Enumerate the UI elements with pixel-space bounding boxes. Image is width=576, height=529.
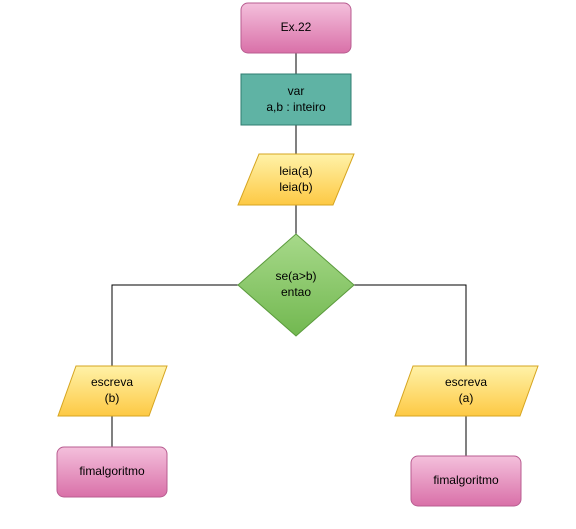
left-output-line-2: (b) [105,391,120,405]
right-end-terminal-shape [410,455,522,507]
right-output-line-2: (a) [459,391,474,405]
decision-line-2: entao [281,285,311,299]
right-output-line-1: escreva [445,375,487,389]
variable-declaration-shape [240,73,352,126]
variable-declaration-line-2: a,b : inteiro [266,100,326,114]
right-end-terminal-node[interactable]: fimalgoritmo [410,455,522,507]
decision-node[interactable]: se(a>b) entao [237,233,355,337]
left-output-node[interactable]: escreva (b) [57,365,168,417]
left-output-shape [57,365,168,417]
left-end-terminal-shape [56,446,168,498]
input-shape [237,153,355,206]
connector-decision-to-right [354,284,467,366]
connector-decision-to-left [111,284,238,366]
right-output-node[interactable]: escreva (a) [394,365,539,417]
input-line-1: leia(a) [279,164,312,178]
right-end-terminal-label: fimalgoritmo [433,473,499,487]
left-output-line-1: escreva [91,375,133,389]
input-line-2: leia(b) [279,180,312,194]
start-terminal-shape [240,2,352,54]
connectors [111,53,467,456]
left-end-terminal-node[interactable]: fimalgoritmo [56,446,168,498]
start-terminal-label: Ex.22 [281,20,312,34]
start-terminal-node[interactable]: Ex.22 [240,2,352,54]
decision-line-1: se(a>b) [275,269,316,283]
input-node[interactable]: leia(a) leia(b) [237,153,355,206]
variable-declaration-node[interactable]: var a,b : inteiro [240,73,352,126]
decision-shape [237,233,355,337]
variable-declaration-line-1: var [288,84,305,98]
left-end-terminal-label: fimalgoritmo [79,464,145,478]
right-output-shape [394,365,539,417]
